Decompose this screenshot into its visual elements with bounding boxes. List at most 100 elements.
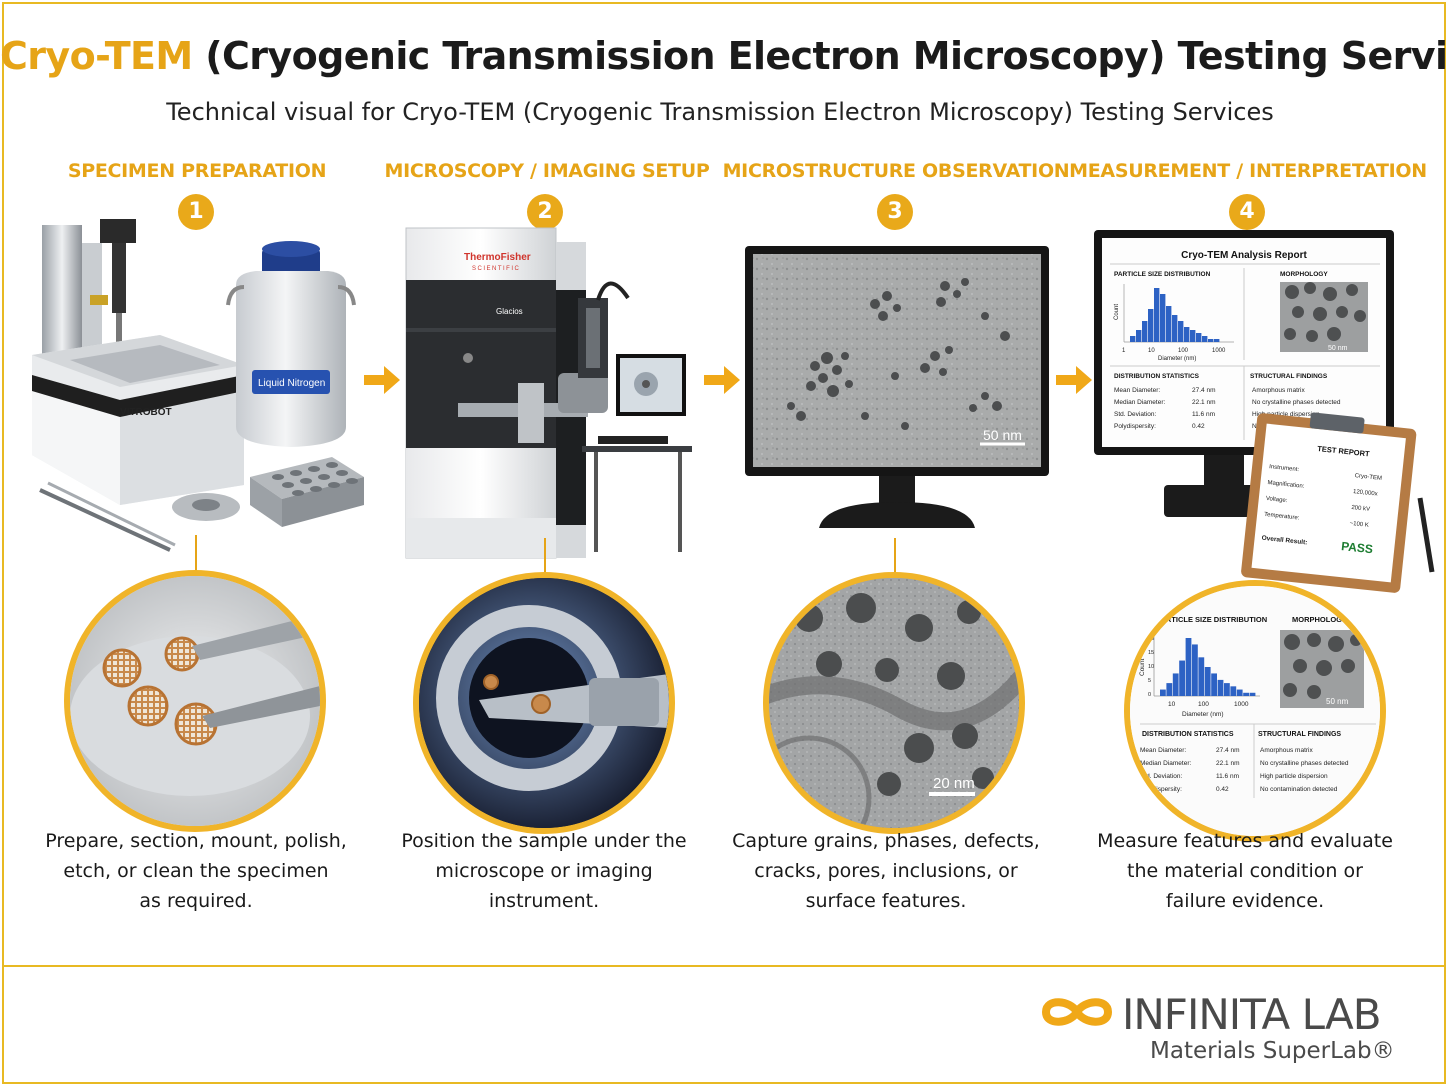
step-4-desc-line: the material condition or: [1127, 860, 1363, 882]
report-x-axis-label: Diameter (nm): [1158, 356, 1196, 362]
micrograph-closeup: 20 nm: [769, 578, 1019, 828]
stat-value-1: 22.1 nm: [1192, 399, 1216, 406]
step-1-desc-line: etch, or clean the specimen: [63, 860, 329, 882]
zoom-morphology-heading: MORPHOLOGY: [1292, 615, 1347, 624]
histogram-bar: [1178, 321, 1184, 342]
zoom-stat-label-3: Polydispersity:: [1140, 786, 1182, 793]
specimen-prep-illustration: VITROBOT Liquid Nitrogen: [32, 219, 364, 552]
histogram-bar: [1217, 679, 1224, 696]
histogram-bar: [1172, 315, 1178, 342]
step-2-description: Position the sample under the microscope…: [384, 826, 704, 916]
report-illustration: Cryo-TEM Analysis Report PARTICLE SIZE D…: [1094, 230, 1435, 593]
zoom-y-tick-4: 0: [1148, 692, 1151, 698]
arrow-3-4: [1056, 366, 1092, 394]
dewar-body: [236, 271, 346, 447]
histogram-bar: [1185, 638, 1192, 696]
tweezers-closeup: [192, 614, 320, 660]
histogram-bar: [1154, 288, 1160, 342]
zoom-y-axis-label: Count: [1139, 658, 1146, 676]
grid-box: [250, 457, 364, 499]
step-2-number: 2: [527, 194, 563, 230]
histogram-bar: [1224, 683, 1230, 696]
connector-2: [544, 538, 546, 576]
histogram-bar: [1208, 339, 1214, 342]
title-rest: (Cryogenic Transmission Electron Microsc…: [205, 34, 1448, 78]
histogram-bar: [1236, 689, 1243, 696]
zoom-y-tick-2: 10: [1148, 664, 1154, 670]
clipboard-value-1: 120,000x: [1353, 489, 1378, 498]
clipboard-value-3: ~100 K: [1349, 521, 1369, 529]
histogram-bar: [1249, 692, 1256, 696]
zoom-circle-micrograph: 20 nm: [763, 572, 1025, 834]
stat-label-1: Median Diameter:: [1114, 399, 1165, 406]
glacios-label: Glacios: [496, 307, 523, 316]
zoom-finding-1: No crystalline phases detected: [1260, 760, 1349, 767]
connector-3: [894, 538, 896, 576]
step-2-desc-line: microscope or imaging: [435, 860, 653, 882]
membrane-feature: [769, 666, 1019, 731]
scientific-logo-text: SCIENTIFIC: [472, 266, 520, 272]
zoom-x-tick-2: 1000: [1234, 701, 1249, 708]
zoom-stats-heading: DISTRIBUTION STATISTICS: [1142, 731, 1234, 738]
tem-micrograph: [753, 254, 1041, 467]
report-x-tick-1: 10: [1148, 348, 1155, 354]
morphology-scale: 50 nm: [1328, 345, 1348, 352]
step-4-desc-line: failure evidence.: [1165, 890, 1325, 912]
arrow-1-2: [364, 366, 400, 394]
histogram-bar: [1214, 339, 1220, 342]
finding-2: High particle dispersion: [1252, 411, 1320, 418]
histogram-bar: [1160, 294, 1166, 342]
histogram-bar: [1130, 336, 1136, 342]
report-x-tick-3: 1000: [1212, 348, 1226, 354]
zoom-finding-0: Amorphous matrix: [1260, 747, 1313, 754]
histogram-bar: [1202, 336, 1208, 342]
histogram-bar: [1148, 309, 1154, 342]
histogram-bar: [1190, 330, 1196, 342]
stat-label-2: Std. Deviation:: [1114, 411, 1156, 418]
step-4-title: MEASUREMENT / INTERPRETATION: [1069, 160, 1427, 182]
zoom-y-tick-0: 20: [1148, 636, 1154, 642]
step-1-number: 1: [178, 194, 214, 230]
stats-heading: DISTRIBUTION STATISTICS: [1114, 373, 1200, 380]
step-1-title: SPECIMEN PREPARATION: [67, 160, 327, 182]
tweezers: [39, 488, 171, 552]
step-4-description: Measure features and evaluate the materi…: [1085, 826, 1405, 916]
zoom-stat-value-3: 0.42: [1216, 786, 1229, 793]
step-3-desc-line: cracks, pores, inclusions, or: [754, 860, 1018, 882]
clipboard-label-0: Instrument:: [1269, 464, 1300, 473]
step-3-desc-line: surface features.: [805, 890, 967, 912]
clipboard-label-3: Temperature:: [1264, 512, 1300, 522]
step-2-desc-line: instrument.: [488, 890, 600, 912]
histogram-bar: [1172, 673, 1179, 696]
zoom-stat-value-0: 27.4 nm: [1216, 747, 1240, 754]
findings-heading: STRUCTURAL FINDINGS: [1250, 373, 1328, 380]
test-report-clipboard: TEST REPORT Instrument: Cryo-TEM Magnifi…: [1241, 412, 1417, 593]
step-1-desc-line: as required.: [139, 890, 253, 912]
step-3-title: MICROSTRUCTURE OBSERVATION: [722, 160, 1070, 182]
stat-label-3: Polydispersity:: [1114, 423, 1156, 430]
zoom-psd-heading: PARTICLE SIZE DISTRIBUTION: [1156, 615, 1267, 624]
zoom-x-tick-1: 100: [1198, 701, 1209, 708]
step-1-description: Prepare, section, mount, polish, etch, o…: [36, 826, 356, 916]
step-3-desc-line: Capture grains, phases, defects,: [732, 830, 1040, 852]
tem-instrument-illustration: ThermoFisher SCIENTIFIC Glacios: [405, 227, 692, 559]
thermofisher-logo-text: ThermoFisher: [464, 252, 531, 263]
page-title: Cryo-TEM (Cryogenic Transmission Electro…: [0, 34, 1448, 78]
zoom-circle-grids: [64, 570, 326, 832]
step-3-number: 3: [877, 194, 913, 230]
clipboard-label-2: Voltage:: [1265, 496, 1288, 504]
clipboard-value-2: 200 kV: [1351, 505, 1370, 513]
step-1-desc-line: Prepare, section, mount, polish,: [45, 830, 347, 852]
histogram-bar: [1184, 327, 1190, 342]
histogram-bar: [1230, 686, 1237, 696]
step-4-number: 4: [1229, 194, 1265, 230]
pass-result: PASS: [1341, 539, 1374, 556]
clipboard-result-label: Overall Result:: [1261, 535, 1307, 547]
zoom-x-tick-0: 10: [1168, 701, 1176, 708]
morphology-heading: MORPHOLOGY: [1280, 271, 1328, 278]
histogram-bar: [1166, 683, 1173, 696]
report-closeup: PARTICLE SIZE DISTRIBUTION MORPHOLOGY 20…: [1130, 586, 1380, 836]
title-accent: Cryo-TEM: [0, 34, 193, 78]
tem-grid: [102, 648, 142, 688]
